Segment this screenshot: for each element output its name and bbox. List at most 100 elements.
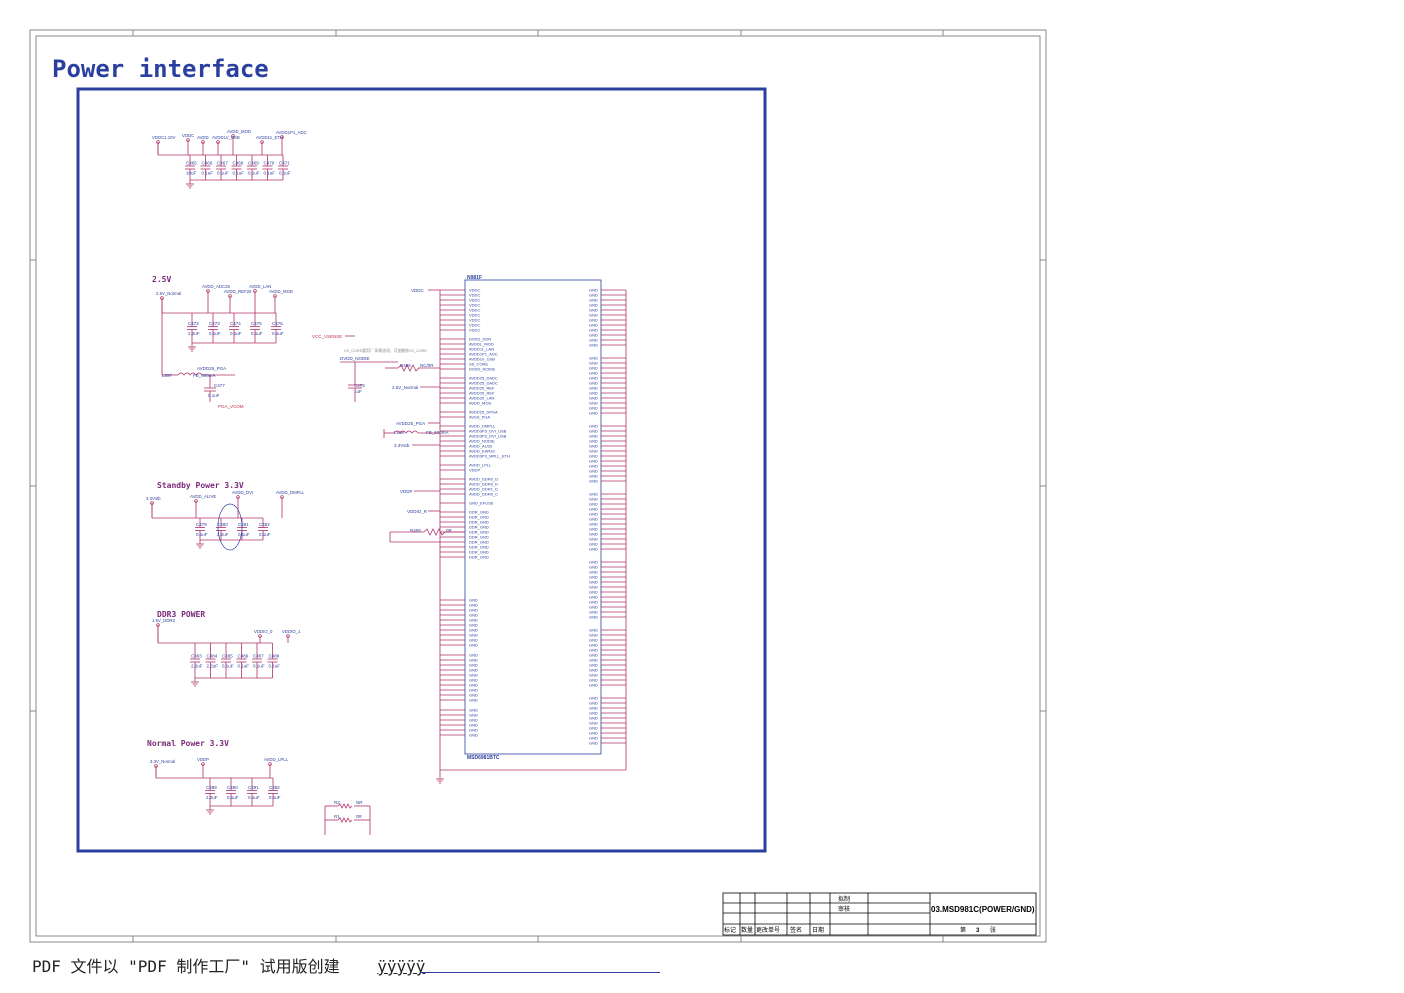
chip-pin-name: GND (589, 406, 598, 411)
net-label: AVDD_ADC25 (202, 284, 230, 289)
chip-pin-name: GND (589, 449, 598, 454)
net-flag (231, 134, 235, 138)
chip-pin-name: GND (589, 464, 598, 469)
net-label: VDDC1.10V (152, 135, 176, 140)
capacitor-ref: C466 (202, 161, 213, 166)
capacitor-value: 0.1uF (227, 795, 239, 800)
capacitor-value: 0.1uF (279, 171, 291, 176)
net-label: AVDD_DVI (232, 490, 253, 495)
net-label: AVDD1P1_ADC (276, 130, 307, 135)
ic-n981f: VDDCVDDCVDDCVDDCVDDCVDDCVDDCVDDCVDDCDVDD… (436, 279, 627, 784)
chip-pin-name: GND (589, 590, 598, 595)
chip-pin-name: GND (469, 658, 478, 663)
chip-pin-name: GND (589, 376, 598, 381)
chip-pin-name: DVDD_NODIE (469, 367, 496, 372)
chip-pin-name: GND (589, 532, 598, 537)
decoupling-group-core: C46510uFC4660.1uFC4670.1uFC4680.1uFC4690… (152, 129, 307, 189)
capacitor-ref: C491 (248, 785, 259, 790)
chip-pin-name: AVDD_MOD (469, 401, 491, 406)
net-flag (194, 499, 198, 503)
chip-pin-name: AVDD_LPLL (469, 463, 492, 468)
chip-pin-name: DDR_GND (469, 525, 489, 530)
net-flag (186, 138, 190, 142)
chip-pin-name: VDDC (469, 288, 480, 293)
net-flag (228, 294, 232, 298)
title-block-column: 日期 (812, 926, 824, 934)
chip-pin-name: DDR_GND (469, 555, 489, 560)
chip-net-dvdd-nodie: DVDD_NODIE (340, 356, 370, 361)
section-title-normal: Normal Power 3.3V (147, 739, 229, 748)
chip-pin-name: GND (589, 371, 598, 376)
chip-pin-name: VDDC (469, 293, 480, 298)
chip-pin-name: GND (589, 386, 598, 391)
pga-filter (161, 300, 235, 402)
chip-pin-name: GND (589, 701, 598, 706)
capacitor-ref: C472 (188, 321, 199, 326)
chip-pin-name: GND (589, 663, 598, 668)
chip-pin-name: GND (589, 628, 598, 633)
chip-part: MSD6981BTC (467, 755, 500, 761)
chip-pin-name: AVDD25_LAN (469, 396, 494, 401)
chip-pin-name: GND (589, 313, 598, 318)
chip-pin-name: GND (589, 565, 598, 570)
chip-pin-name: GND (469, 628, 478, 633)
chip-pin-name: GND (589, 411, 598, 416)
capacitor-value: 2.2uF (217, 532, 229, 537)
l598-value: FB_600mA (426, 430, 449, 435)
capacitor-value: 2.2uF (188, 331, 200, 336)
net-label: 3.3V_Normal (150, 759, 175, 764)
chip-pin-name: SS_CORE (469, 362, 488, 367)
capacitor-ref: C484 (207, 654, 218, 659)
chip-pin-name: DDR_GND (469, 530, 489, 535)
schematic-frame (76, 87, 767, 853)
chip-pin-name: GND (469, 643, 478, 648)
zone-ticks (30, 30, 1046, 942)
chip-pin-name: GND (589, 381, 598, 386)
chip-pin-name: AVDD25_DADC (469, 381, 498, 386)
chip-pin-name: GND (469, 608, 478, 613)
chip-ref: N981F (467, 275, 482, 281)
c478-ref: C478 (354, 383, 365, 388)
net-flag (280, 135, 284, 139)
chip-pin-name: AVDD25_DPGA (469, 410, 498, 415)
chip-pin-name: GND (589, 726, 598, 731)
net-flag (280, 495, 284, 499)
net-label: AVDD_MOD (227, 129, 251, 134)
chip-pin-name: GND (589, 716, 598, 721)
footer-underline (420, 972, 660, 973)
chip-pin-name: GND (589, 615, 598, 620)
footer-link[interactable]: ÿÿÿÿÿ (377, 957, 426, 976)
chip-pin-name: GND (589, 580, 598, 585)
title-block-column: 更改单号 (756, 926, 780, 934)
chip-pin-name: GND (589, 731, 598, 736)
chip-pin-name: GND (469, 633, 478, 638)
chip-pin-name: AVDD_AU33 (469, 444, 493, 449)
chip-pin-name: GND (469, 618, 478, 623)
chip-pin-name: GND (469, 708, 478, 713)
chip-pin-name: GND (469, 598, 478, 603)
chip-pin-name: GND (589, 683, 598, 688)
decoupling-group-standby: C4790.1uFC4802.2uFC4810.1uFC4820.1uF3.3V… (146, 490, 305, 551)
chip-pin-name: AVDD_DDR0_D (469, 482, 498, 487)
net-label: 2.5V_Normal (156, 291, 181, 296)
capacitor-ref: C470 (264, 161, 275, 166)
chip-pin-name: VDDC (469, 328, 480, 333)
section-title-2v5: 2.5V (152, 275, 171, 284)
chip-pin-name: GND (589, 706, 598, 711)
chip-pin-name: GND (589, 308, 598, 313)
chip-pin-name: GND (469, 698, 478, 703)
net-label: AVDD_LAN (249, 284, 271, 289)
chip-pin-name: GND (589, 570, 598, 575)
chip-pin-name: GND (589, 323, 598, 328)
capacitor-value: 0.1uF (269, 664, 281, 669)
chip-pin-name: AVDDL_MOD (469, 342, 494, 347)
net-label: AVDD_ALIVE (190, 494, 216, 499)
chip-pin-name: GND (589, 497, 598, 502)
chip-pin-name: GND (589, 741, 598, 746)
chip-pin-name: GND (589, 696, 598, 701)
chip-pin-name: AVDD_DDR0_C (469, 492, 498, 497)
capacitor-ref: C483 (191, 654, 202, 659)
net-label: 1.5V_DDR3 (152, 618, 176, 623)
chip-pin-name: GND (589, 424, 598, 429)
